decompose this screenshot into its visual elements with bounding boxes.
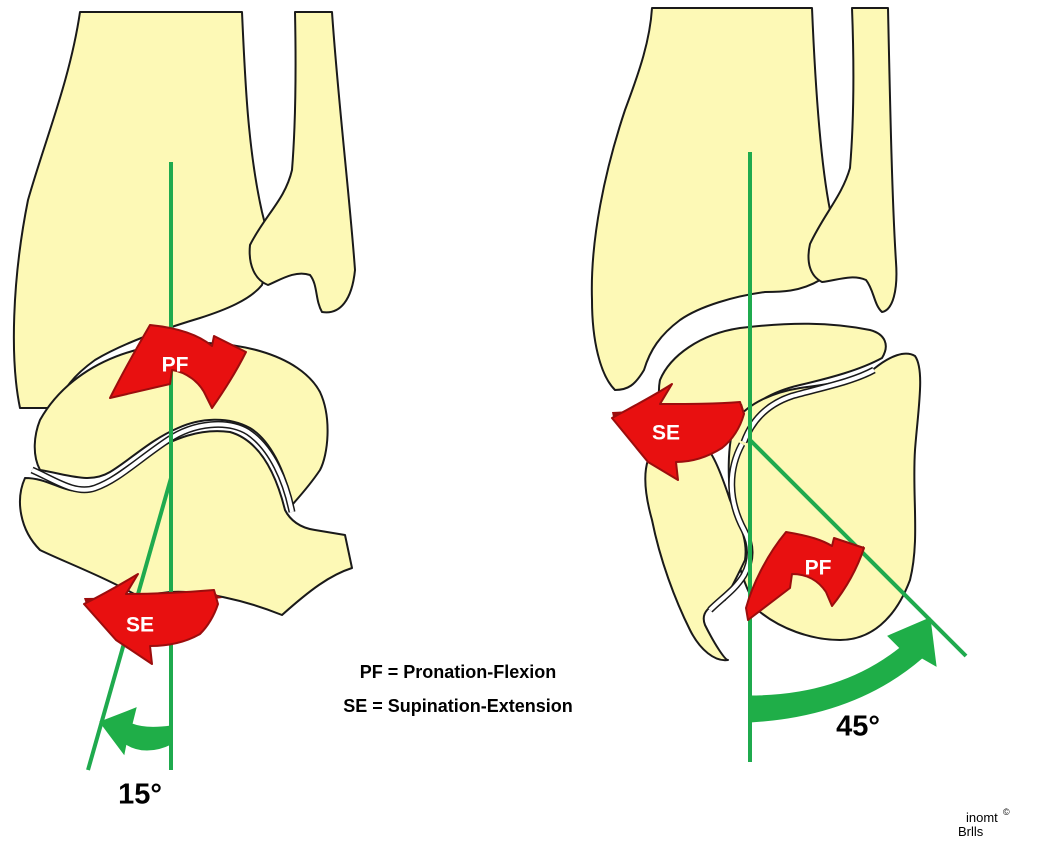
publisher-logo: inomt Brlls ©: [958, 807, 1010, 839]
logo-top-text: inomt: [966, 810, 998, 825]
left-angle-arrow: [100, 708, 171, 754]
logo-bottom-text: Brlls: [958, 824, 984, 839]
left-panel: PF SE 15°: [14, 12, 355, 811]
legend-line-pf: PF = Pronation-Flexion: [360, 662, 557, 682]
right-pf-label: PF: [805, 557, 832, 580]
legend-line-se: SE = Supination-Extension: [343, 696, 573, 716]
copyright-mark: ©: [1003, 807, 1010, 817]
right-panel: SE PF 45°: [592, 8, 966, 762]
right-angle-label: 45°: [836, 711, 880, 743]
left-pf-label: PF: [162, 354, 189, 377]
left-ulna-bone: [250, 12, 355, 312]
left-angle-label: 15°: [118, 779, 162, 811]
right-se-label: SE: [652, 422, 680, 445]
legend: PF = Pronation-Flexion SE = Supination-E…: [343, 662, 573, 716]
left-se-label: SE: [126, 614, 154, 637]
